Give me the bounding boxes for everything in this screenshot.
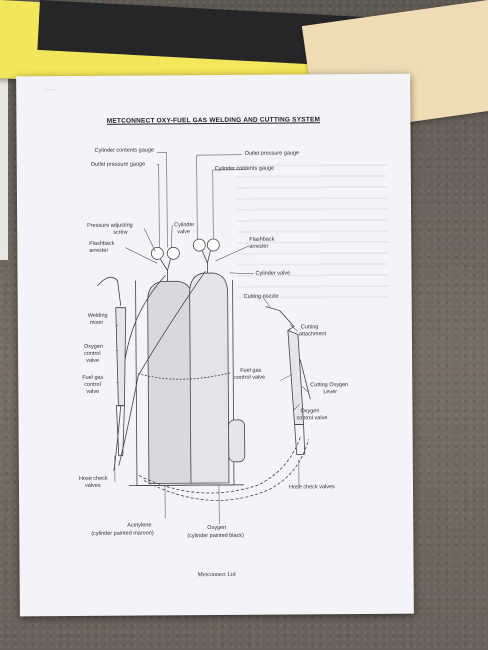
label-cylinder-valve-top-1: Cylinder [174,222,195,229]
label-outlet-pressure-gauge-left: Outlet pressure gauge [90,161,146,168]
cutting-torch-handle [294,423,306,455]
label-cutting-oxygen-lever-2: Lever [323,389,338,396]
regulator-right [201,250,211,274]
label-cutting-nozzle: Cutting nozzle [243,293,279,300]
label-pressure-adjusting-screw-2: screw [113,229,128,236]
trolley-axle [128,484,244,487]
welding-torch-handle [116,405,125,457]
leader-lines [114,152,309,524]
trolley-wheel [228,419,246,463]
label-hose-check-valves-right: Hose check valves [288,484,335,491]
label-acetylene-1: Acetylene [127,522,152,529]
hose-right [118,270,206,466]
label-cutting-attachment-2: attachment [298,331,327,338]
label-hose-check-valves-left-2: valves [84,482,101,489]
cutting-nozzle-shape [265,306,295,331]
welding-system-diagram [97,152,311,524]
gauge-right-b [206,238,220,252]
welding-nozzle [97,276,122,306]
label-oxygen-control-valve-left-3: valve [86,357,99,364]
regulator-left [160,259,171,282]
acetylene-cylinder [147,280,195,484]
oxygen-cylinder [189,272,230,484]
label-cylinder-contents-gauge-left: Cylinder contents gauge [94,147,154,154]
label-flashback-arrester-left-2: arrester [89,247,109,254]
label-oxygen-control-valve-right-2: control valve [296,415,328,422]
cylinder-chain [138,372,231,380]
label-cylinder-valve-top-2: valve [177,229,191,236]
label-cylinder-contents-gauge-right: Cylinder contents gauge [214,165,275,172]
hose-bottom [138,436,302,494]
cutting-torch-lever [299,359,311,400]
label-cylinder-valve-right: Cylinder valve [255,270,291,277]
label-fuel-gas-control-valve-right-2: control valve [234,374,266,381]
gauge-right-a [192,238,206,252]
paper-sheet: ........... METCONNECT OXY-FUEL GAS WELD… [16,73,414,617]
label-oxygen-2: (cylinder painted black) [187,532,244,540]
welding-torch-body [115,307,127,407]
label-fuel-gas-control-valve-left-3: valve [86,388,100,395]
white-edge-strip [0,20,8,260]
label-welding-mixer-2: mixer [89,319,104,326]
gauge-left-a [150,247,164,260]
gauge-left-b [166,246,180,260]
label-flashback-arrester-right-2: arrester [249,243,269,250]
hose-bottom-2 [143,439,310,501]
label-oxygen-1: Oxygen [207,524,227,532]
label-acetylene-2: (cylinder painted maroon) [91,530,154,537]
label-outlet-pressure-gauge-right: Outlet pressure gauge [244,150,300,157]
